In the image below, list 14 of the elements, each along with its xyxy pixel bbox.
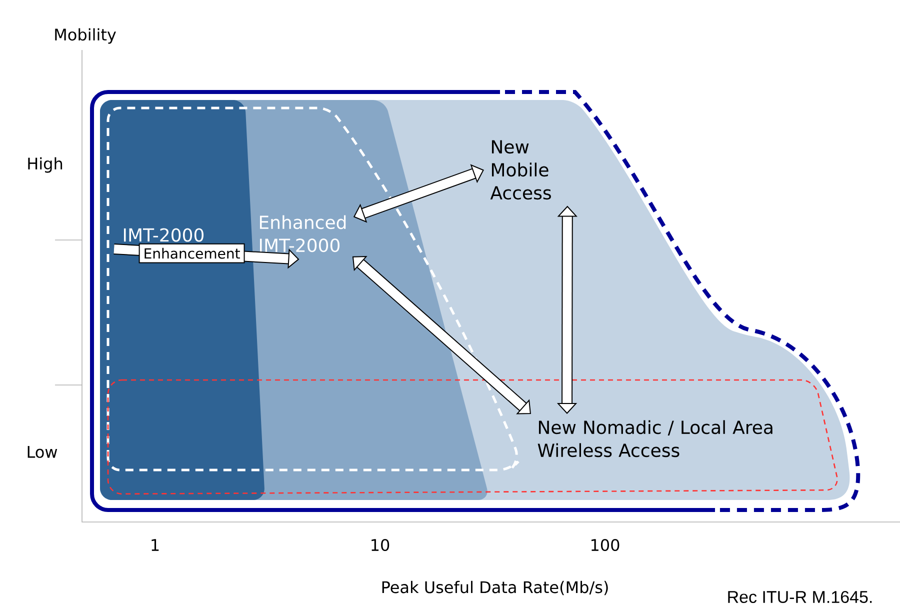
source-note: Rec ITU-R M.1645.	[728, 590, 872, 604]
tick-label: Low	[28, 446, 58, 458]
tick-label: 10	[372, 538, 390, 552]
region-label: Enhanced IMT-2000	[260, 215, 346, 252]
axis-title: Mobility	[55, 28, 116, 44]
tick-label: 100	[592, 538, 620, 552]
region-label: New Nomadic / Local Area Wireless Access	[538, 420, 772, 458]
tick-label: High	[28, 157, 62, 173]
edge-label: Enhancement	[138, 243, 245, 264]
axis-title: Peak Useful Data Rate(Mb/s)	[382, 580, 608, 596]
region-label: IMT-2000	[124, 228, 204, 242]
tick-label: 1	[152, 539, 159, 551]
region-label: New Mobile Access	[490, 140, 551, 200]
block-arrow	[352, 256, 531, 414]
